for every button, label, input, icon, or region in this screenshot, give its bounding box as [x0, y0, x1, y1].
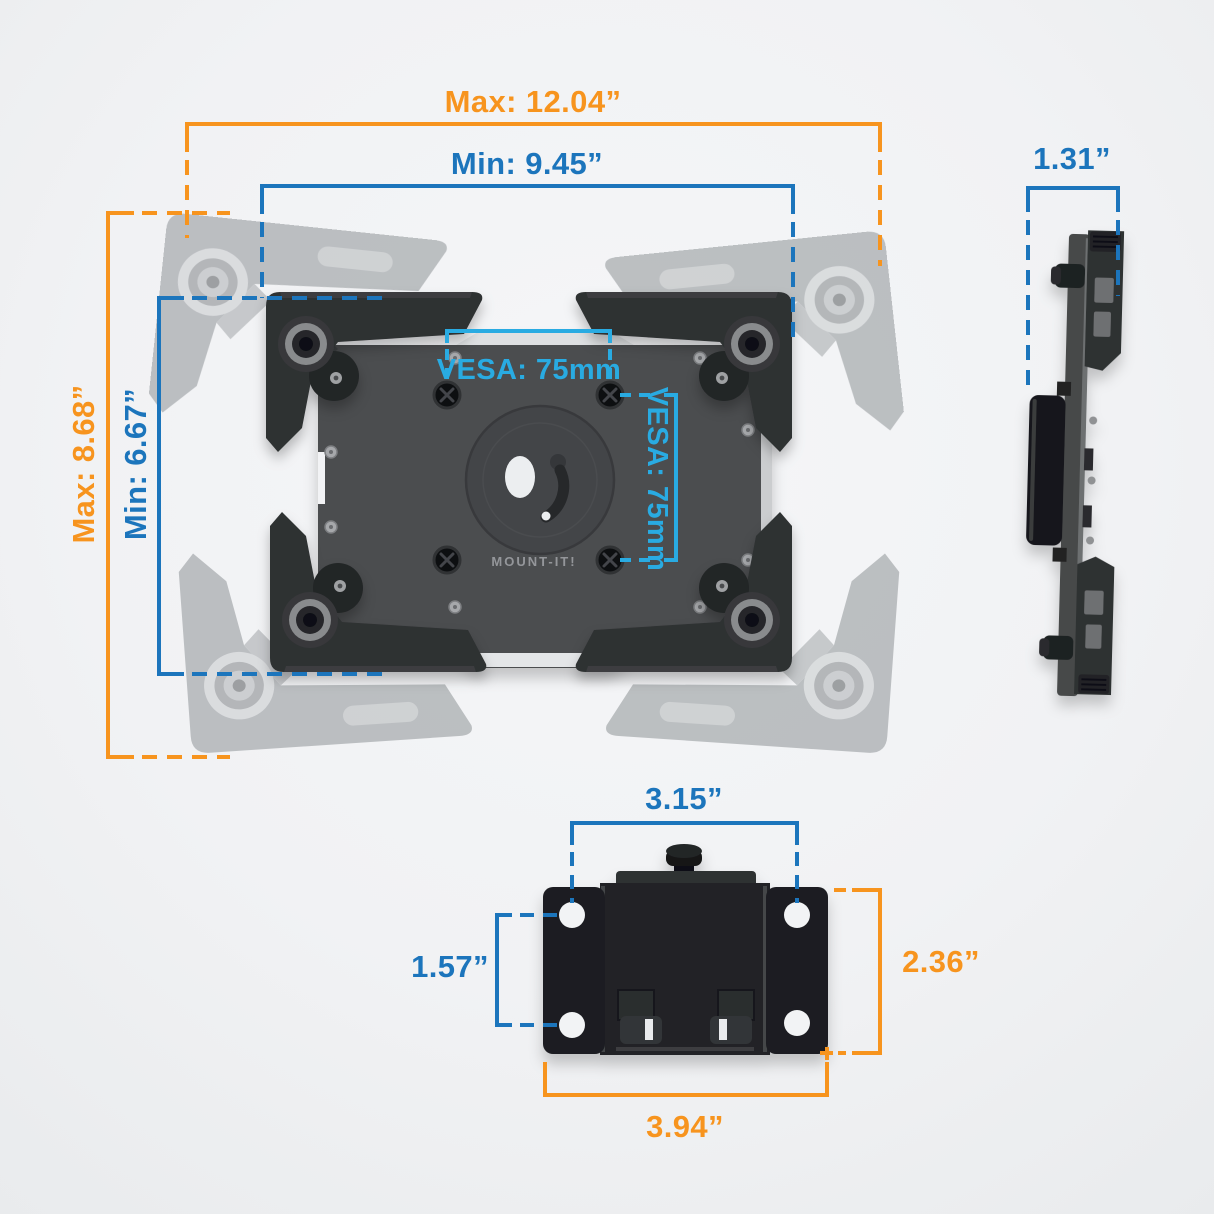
dim-hole-spacing-height-line: [495, 913, 557, 1027]
mounting-hole: [559, 902, 585, 928]
bracket-clip-left: [617, 989, 662, 1044]
bracket-left-flange: [543, 887, 605, 1054]
bracket-right-flange: [766, 887, 828, 1054]
mounting-hole: [559, 1012, 585, 1038]
dim-label-bracket-width: 3.94”: [646, 1109, 724, 1144]
dim-min-width-line: [260, 184, 795, 342]
dim-label-hole-spacing-height: 1.57”: [411, 949, 489, 984]
plate-center-recess: [464, 404, 616, 556]
dim-label-hole-spacing-width: 3.15”: [645, 781, 723, 816]
side-bottom-arm: [1039, 556, 1115, 696]
side-plate-edge: [1057, 233, 1090, 697]
dim-label-bracket-height: 2.36”: [902, 944, 980, 979]
dim-vesa-vertical-line: [620, 393, 678, 562]
side-top-arm: [1050, 230, 1125, 371]
side-view-product: [1026, 230, 1125, 697]
dim-bracket-width-line: [543, 1062, 829, 1097]
dim-label-max-width: Max: 12.04”: [444, 84, 622, 119]
side-wall-bracket-block: [1026, 381, 1072, 562]
dim-label-side-width: 1.31”: [1033, 141, 1111, 176]
mounting-hole: [784, 902, 810, 928]
side-bottom-knob: [1043, 635, 1074, 660]
keyhole-opening: [505, 456, 535, 498]
dim-label-min-width: Min: 9.45”: [450, 146, 604, 181]
bracket-clip-right: [710, 989, 755, 1044]
dim-bracket-height-line: [820, 888, 882, 1060]
dim-min-height-line: [157, 296, 388, 676]
brand-logo: MOUNT-IT!: [491, 554, 577, 569]
dim-label-vesa-vertical: VESA: 75mm: [641, 386, 673, 572]
dim-label-max-height: Max: 8.68”: [66, 384, 101, 544]
wall-bracket-bottom-view: [543, 844, 828, 1055]
dim-vesa-horizontal-line: [445, 329, 612, 386]
mounting-hole: [784, 1010, 810, 1036]
dim-hole-spacing-width-line: [570, 821, 799, 903]
dim-label-min-height: Min: 6.67”: [118, 387, 153, 541]
dim-max-width-line: [185, 122, 882, 266]
dim-label-vesa-horizontal: VESA: 75mm: [436, 354, 622, 386]
side-top-knob: [1054, 263, 1086, 289]
dim-side-width-line: [1026, 186, 1120, 394]
dim-max-height-line: [106, 211, 230, 759]
